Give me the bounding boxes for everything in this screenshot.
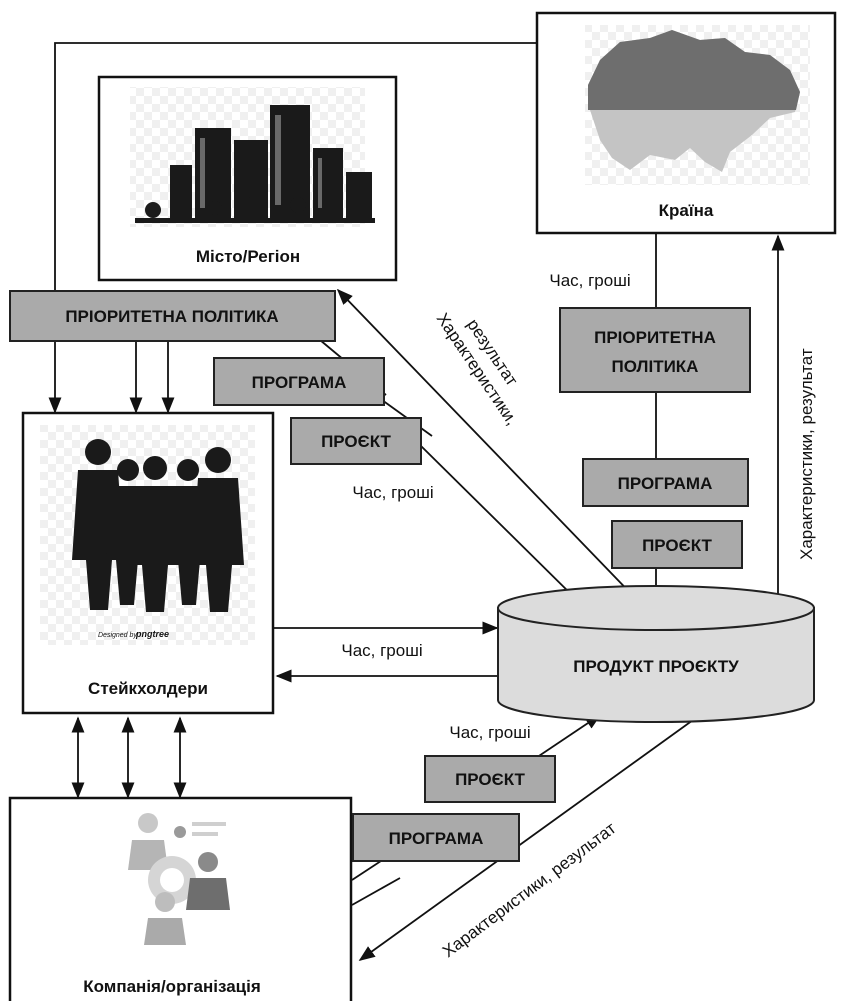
project-box-right — [611, 520, 743, 569]
organization-people-icon — [128, 813, 230, 945]
flow-line-c — [419, 444, 582, 605]
project-label-right: ПРОЄКТ — [642, 536, 712, 555]
program-label-left: ПРОГРАМА — [252, 373, 347, 392]
time-money-label-center: Час, гроші — [352, 483, 433, 502]
city-skyline-icon — [130, 87, 375, 227]
project-label-bottom: ПРОЄКТ — [455, 770, 525, 789]
priority-policy-right-label-1: ПРІОРИТЕТНА — [594, 328, 716, 347]
characteristics-label-country: Характеристики, результат — [797, 348, 816, 560]
program-label-bottom: ПРОГРАМА — [389, 829, 484, 848]
priority-policy-right-label-2: ПОЛІТИКА — [612, 357, 699, 376]
priority-policy-right-box — [559, 307, 751, 393]
time-money-label-country: Час, гроші — [549, 271, 630, 290]
country-label: Країна — [659, 201, 714, 220]
designed-by-text: Designed by — [98, 632, 137, 639]
project-label-left: ПРОЄКТ — [321, 432, 391, 451]
project-box-left — [290, 417, 422, 465]
city-region-label: Місто/Регіон — [196, 247, 300, 266]
priority-policy-left-box — [9, 290, 336, 342]
program-box-left — [213, 357, 385, 406]
business-people-icon: Designed by pngtree — [40, 425, 255, 645]
stakeholders-label: Стейкхолдери — [88, 679, 208, 698]
characteristics-label-city: Характеристики, результат — [433, 310, 522, 429]
country-to-stakeholders-line — [48, 42, 537, 414]
characteristics-to-city-arrow — [336, 288, 641, 604]
company-label: Компанія/організація — [83, 977, 261, 996]
project-product-cylinder — [497, 585, 815, 723]
product-to-company-arrow — [358, 714, 701, 961]
project-box-bottom — [424, 755, 556, 803]
company-flow-line-b — [351, 877, 401, 906]
program-box-bottom — [352, 813, 520, 862]
time-money-label-stakeholders: Час, гроші — [341, 641, 422, 660]
product-label: ПРОДУКТ ПРОЄКТУ — [573, 657, 739, 676]
program-box-right — [582, 458, 749, 507]
priority-policy-left-label: ПРІОРИТЕТНА ПОЛІТИКА — [65, 307, 278, 326]
pngtree-logo: pngtree — [135, 629, 169, 639]
time-money-label-company: Час, гроші — [449, 723, 530, 742]
program-label-right: ПРОГРАМА — [618, 474, 713, 493]
ukraine-map-icon — [585, 25, 810, 185]
